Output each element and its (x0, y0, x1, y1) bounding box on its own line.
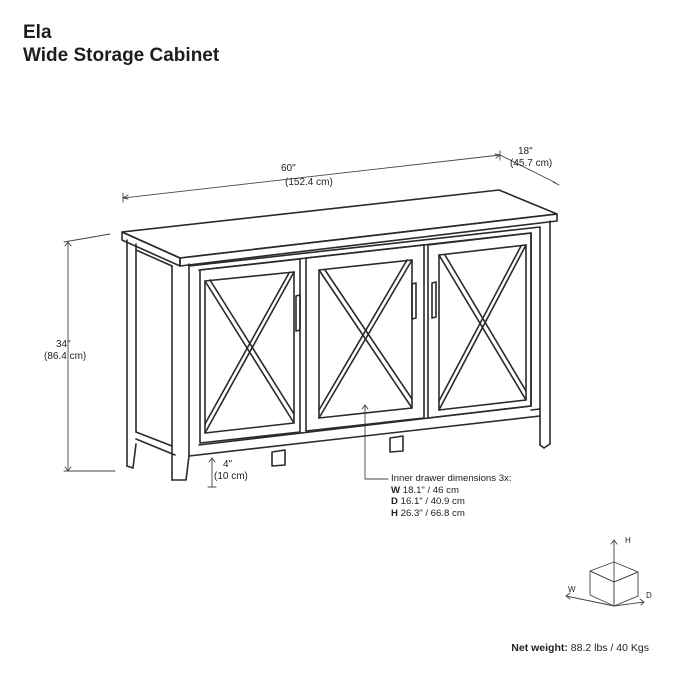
net-weight-value: 88.2 lbs / 40 Kgs (570, 642, 649, 654)
inner-drawer-depth: D 16.1" / 40.9 cm (391, 496, 465, 508)
net-weight-label: Net weight: (511, 642, 568, 654)
width-in-label: 60" (281, 163, 296, 174)
door-right (427, 232, 532, 419)
inner-drawer-dimensions: Inner drawer dimensions 3x: W 18.1" / 46… (391, 473, 512, 519)
inner-drawer-height: H 26.3" / 66.8 cm (391, 507, 465, 519)
product-subtitle: Wide Storage Cabinet (23, 45, 220, 66)
door-left (199, 258, 301, 444)
door-center (305, 244, 437, 432)
height-in-label: 34" (56, 339, 71, 350)
width-cm-label: (152.4 cm) (285, 177, 333, 188)
axis-h-label: H (625, 536, 631, 545)
axis-w-label: W (568, 585, 576, 594)
leg-cm-label: (10 cm) (214, 471, 248, 482)
inner-drawer-width: W 18.1" / 46 cm (391, 484, 459, 496)
dimension-lines (63, 150, 560, 488)
inner-drawer-heading: Inner drawer dimensions 3x: (391, 473, 512, 484)
height-cm-label: (86.4 cm) (44, 351, 87, 362)
leg-in-label: 4" (223, 459, 233, 470)
depth-cm-label: (45.7 cm) (510, 158, 553, 169)
depth-in-label: 18" (518, 146, 533, 157)
net-weight: Net weight: 88.2 lbs / 40 Kgs (511, 642, 649, 654)
product-name: Ela (23, 22, 52, 43)
axis-d-label: D (646, 591, 652, 600)
cabinet-left-side (126, 239, 190, 481)
cabinet-top (121, 189, 558, 267)
axis-cube-icon (565, 539, 645, 607)
